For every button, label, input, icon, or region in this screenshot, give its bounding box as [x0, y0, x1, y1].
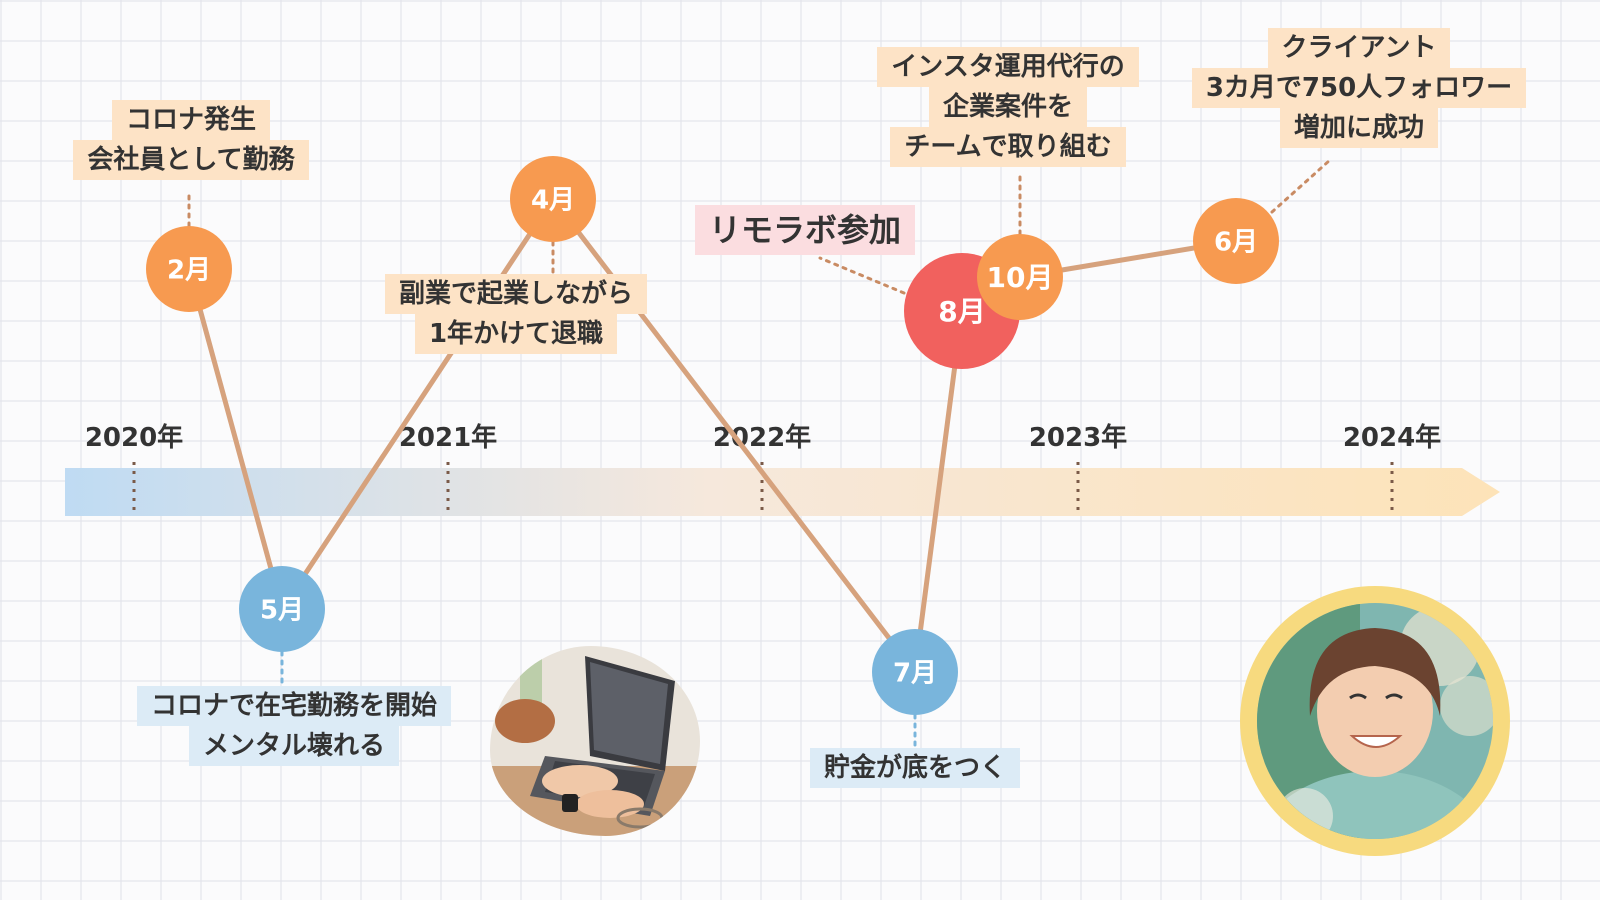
month-label: 7月: [893, 658, 937, 688]
month-label: 5月: [260, 595, 304, 625]
laptop-photo: [490, 646, 700, 836]
label-line: リモラボ参加: [695, 205, 915, 255]
label-line: 1年かけて退職: [415, 314, 617, 354]
month-label: 8月: [938, 295, 985, 328]
label-line: 貯金が底をつく: [810, 748, 1020, 788]
label-line: 副業で起業しながら: [385, 274, 647, 314]
event-label-jul: 貯金が底をつく: [615, 748, 1215, 788]
label-line: 増加に成功: [1280, 108, 1438, 148]
connector-dots: [1272, 160, 1330, 212]
portrait-photo: [1240, 586, 1510, 856]
event-label-feb: コロナ発生会社員として勤務: [0, 100, 491, 180]
year-label: 2024年: [1343, 422, 1441, 453]
label-line: メンタル壊れる: [189, 726, 399, 766]
label-line: クライアント: [1268, 28, 1451, 68]
month-label: 2月: [167, 255, 211, 285]
label-line: コロナで在宅勤務を開始: [137, 686, 451, 726]
connector-dots: [820, 258, 904, 293]
timeline-arrow: [65, 468, 1500, 516]
label-line: 3カ月で750人フォロワー: [1192, 68, 1526, 108]
year-label: 2021年: [399, 422, 497, 453]
label-line: コロナ発生: [112, 100, 270, 140]
month-label: 10月: [987, 261, 1054, 294]
year-label: 2023年: [1029, 422, 1127, 453]
year-label: 2020年: [85, 422, 183, 453]
label-line: 会社員として勤務: [73, 140, 308, 180]
event-label-aug: リモラボ参加: [505, 205, 1105, 255]
month-label: 6月: [1214, 227, 1258, 257]
